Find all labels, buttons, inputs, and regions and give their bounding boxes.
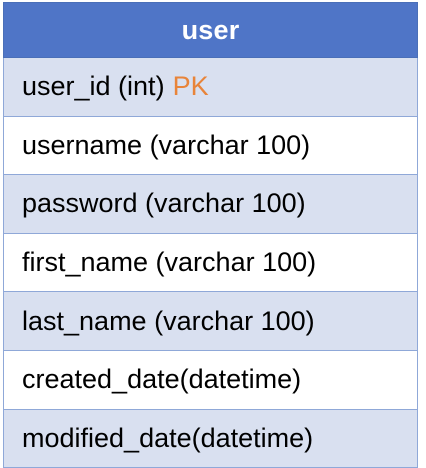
primary-key-badge: PK	[172, 71, 209, 102]
field-row-user-id: user_id (int) PK	[3, 58, 418, 117]
field-row-last-name: last_name (varchar 100)	[3, 292, 418, 351]
field-label: created_date(datetime)	[22, 364, 302, 395]
field-row-first-name: first_name (varchar 100)	[3, 233, 418, 293]
field-label: last_name (varchar 100)	[22, 305, 315, 336]
entity-table-user: user user_id (int) PK username (varchar …	[3, 2, 418, 468]
field-label: username (varchar 100)	[22, 129, 311, 160]
field-label: modified_date(datetime)	[22, 422, 314, 453]
field-row-username: username (varchar 100)	[3, 116, 418, 176]
field-row-password: password (varchar 100)	[3, 175, 418, 234]
field-label: password (varchar 100)	[22, 188, 306, 219]
entity-title: user	[3, 2, 418, 58]
field-label: first_name (varchar 100)	[22, 247, 317, 278]
field-row-created-date: created_date(datetime)	[3, 350, 418, 410]
field-row-modified-date: modified_date(datetime)	[3, 409, 418, 468]
field-label: user_id (int)	[22, 71, 165, 102]
